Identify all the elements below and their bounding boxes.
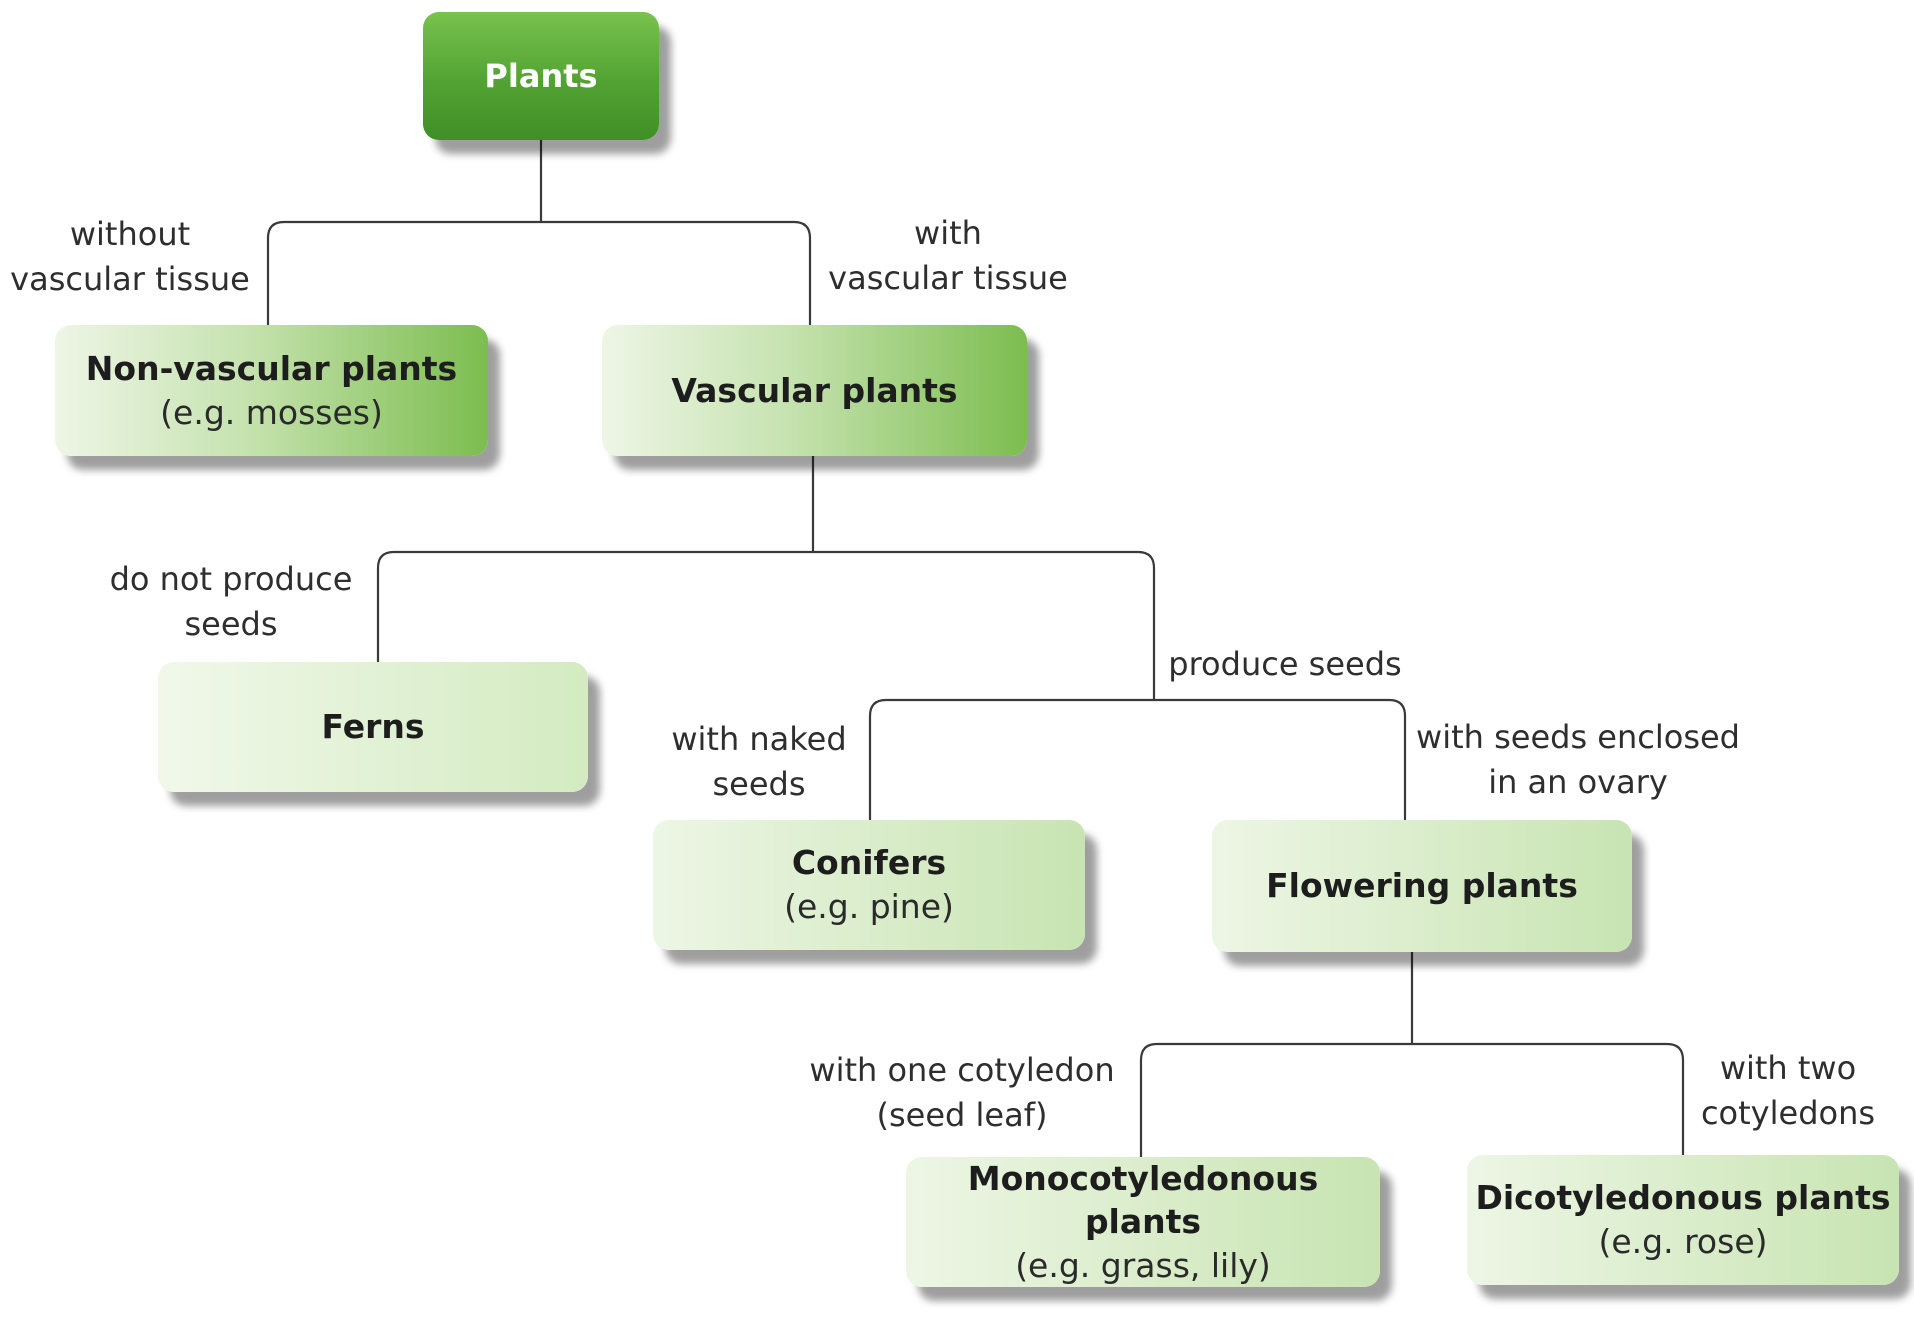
node-conifers: Conifers (e.g. pine) [653,820,1085,950]
label-line: in an ovary [1488,763,1668,802]
label-line: with naked [671,720,847,758]
node-ferns-title: Ferns [321,707,425,747]
connector-seeds [868,698,1407,820]
node-plants: Plants [423,12,659,140]
node-monocotyledonous-plants: Monocotyledonous plants (e.g. grass, lil… [906,1157,1380,1287]
label-seeds-enclosed-in-ovary: with seeds enclosed in an ovary [1416,715,1740,806]
node-dicotyledonous-plants: Dicotyledonous plants (e.g. rose) [1467,1155,1899,1285]
label-produce-seeds: produce seeds [1168,642,1401,687]
label-line: with two [1719,1049,1857,1087]
label-line: seeds [184,605,278,644]
node-conifers-title: Conifers [791,843,947,883]
label-with-two-cotyledons: with two cotyledons [1701,1046,1875,1137]
node-non-vascular-title: Non-vascular plants [85,348,458,388]
node-monocot-example: (e.g. grass, lily) [1015,1245,1271,1285]
node-non-vascular-plants: Non-vascular plants (e.g. mosses) [55,325,488,456]
node-flowering-plants: Flowering plants [1212,820,1632,952]
connector-plants [266,140,812,325]
label-line: with one cotyledon [809,1051,1115,1089]
label-line: vascular tissue [10,260,250,299]
connector-flowering [1139,952,1685,1157]
node-ferns: Ferns [158,662,588,792]
label-line: vascular tissue [828,259,1068,298]
node-vascular-title: Vascular plants [671,370,958,410]
label-with-vascular-tissue: with vascular tissue [828,211,1068,302]
node-dicot-title: Dicotyledonous plants [1475,1178,1891,1218]
label-line: cotyledons [1700,1094,1876,1133]
label-line: with [914,214,982,252]
node-conifers-example: (e.g. pine) [784,887,954,926]
node-non-vascular-example: (e.g. mosses) [160,392,383,432]
label-line: (seed leaf) [876,1096,1048,1135]
label-line: seeds [712,765,806,804]
label-do-not-produce-seeds: do not produce seeds [110,557,353,648]
label-line: with seeds enclosed [1416,718,1740,756]
label-without-vascular-tissue: without vascular tissue [10,212,250,303]
node-vascular-plants: Vascular plants [602,325,1027,456]
label-line: without [69,215,191,253]
node-flowering-title: Flowering plants [1266,866,1578,906]
node-plants-title: Plants [484,56,598,95]
node-monocot-title: Monocotyledonous plants [967,1158,1319,1242]
label-line: do not produce [109,560,353,598]
node-dicot-example: (e.g. rose) [1598,1222,1768,1261]
label-with-naked-seeds: with naked seeds [671,717,846,808]
connector-vascular [376,456,1156,700]
label-with-one-cotyledon: with one cotyledon (seed leaf) [809,1048,1114,1139]
label-line: produce seeds [1168,645,1402,683]
